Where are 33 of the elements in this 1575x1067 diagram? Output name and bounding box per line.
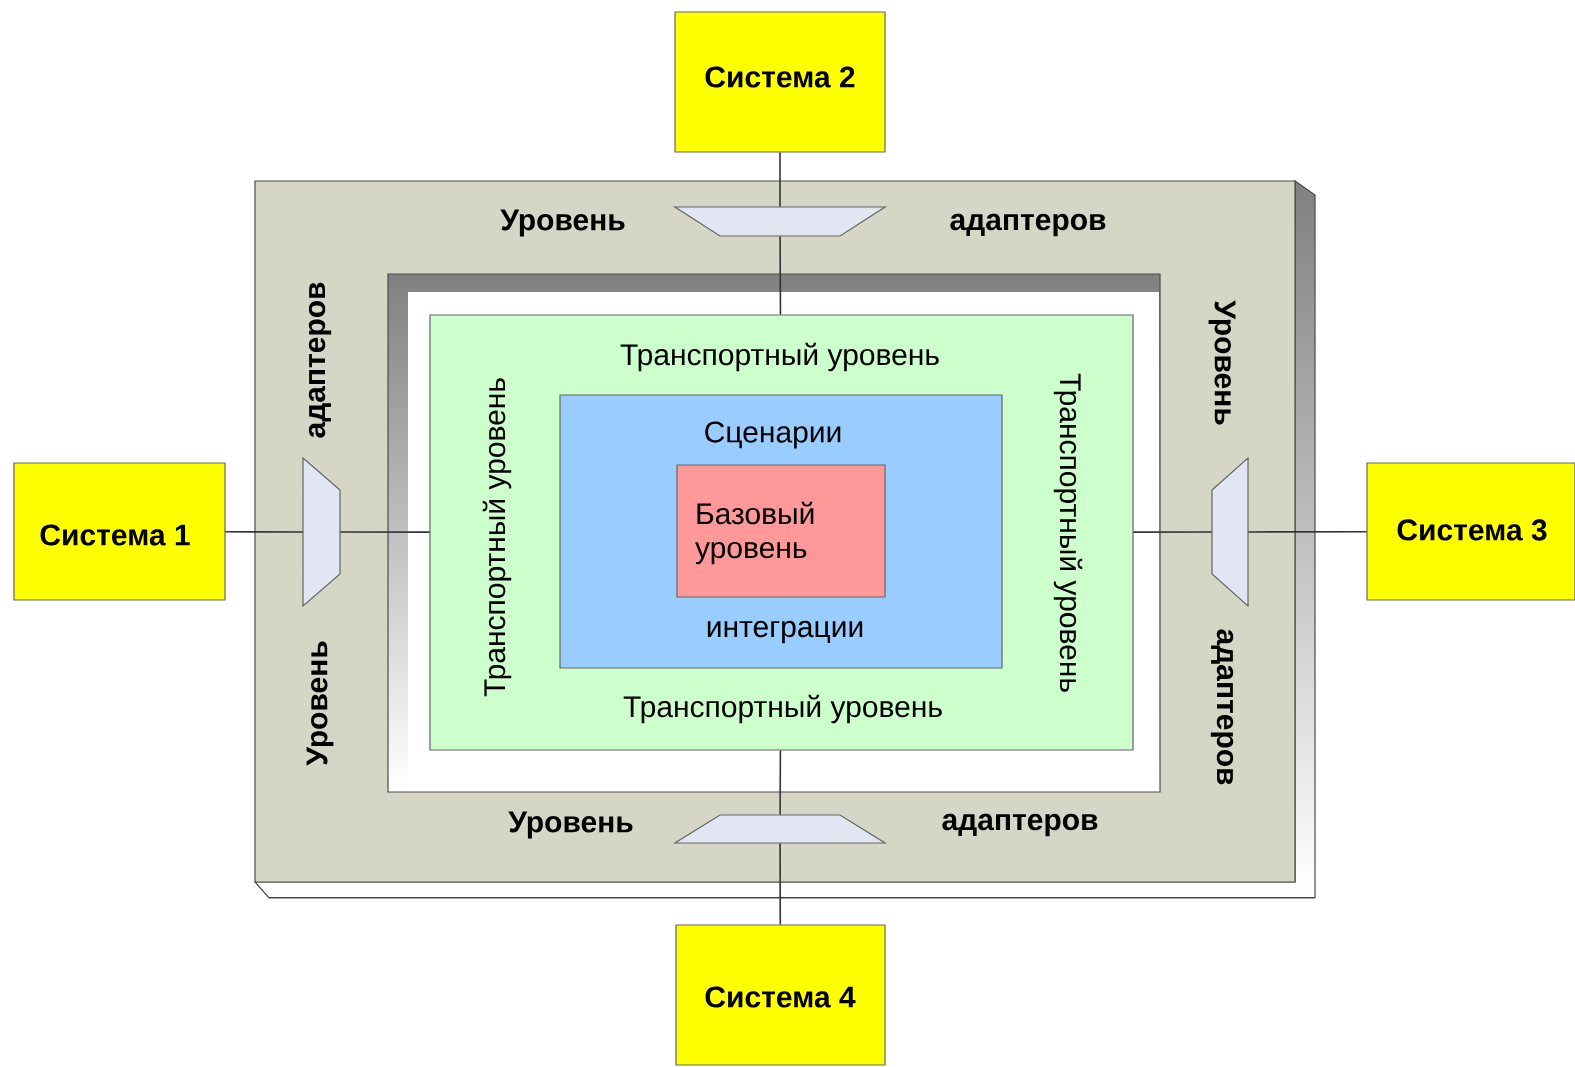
- system-label: Система 3: [1397, 519, 1547, 541]
- connector-line: [779, 749, 782, 816]
- system-box: [674, 11, 886, 153]
- level-label: адаптеров: [1210, 629, 1234, 785]
- level-label: адаптеров: [308, 282, 332, 438]
- level-label: адаптеров: [942, 813, 1098, 837]
- system-label: Система 2: [705, 66, 855, 88]
- connector-line: [779, 151, 781, 208]
- connector-line: [779, 842, 782, 926]
- level-label: Уровень: [500, 209, 625, 237]
- base-level-box: [676, 464, 886, 598]
- adapter-trapezoid: [1211, 456, 1249, 608]
- system-label: Система 4: [705, 986, 856, 1008]
- level-label: Транспортный уровень: [623, 694, 942, 724]
- system-box: [1366, 462, 1575, 601]
- connector-line: [1132, 531, 1213, 533]
- system-label: Система 1: [40, 524, 190, 546]
- level-label: адаптеров: [950, 213, 1106, 237]
- system-box: [13, 462, 226, 601]
- level-label: Базовый уровень: [695, 501, 814, 565]
- level-label: интеграции: [707, 620, 863, 644]
- level-label: Уровень: [508, 811, 633, 839]
- connector-line: [779, 235, 782, 316]
- level-label: Транспортный уровень: [1053, 373, 1083, 692]
- level-label: Транспортный уровень: [482, 378, 512, 697]
- level-label: Уровень: [1208, 300, 1236, 425]
- system-box: [675, 924, 886, 1066]
- level-label: Транспортный уровень: [620, 342, 939, 372]
- level-label: Сценарии: [705, 421, 841, 449]
- connector-line: [1247, 530, 1368, 533]
- connector-line: [339, 531, 431, 533]
- connector-line: [224, 530, 304, 533]
- level-label: Уровень: [306, 641, 334, 766]
